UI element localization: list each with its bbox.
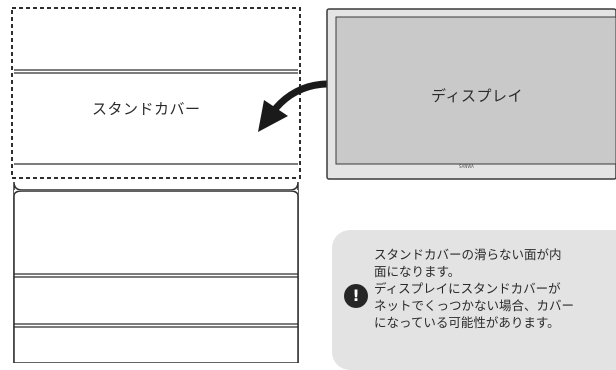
display-brand-logo: SANWA — [459, 164, 474, 169]
arrow-head-icon — [258, 100, 288, 132]
exclamation-icon: ! — [344, 284, 368, 308]
display-screen — [335, 16, 616, 165]
note-callout — [332, 230, 616, 370]
display — [326, 8, 616, 180]
stand-cover-dashed-outline — [11, 7, 301, 179]
display-label: ディスプレイ — [431, 87, 523, 105]
note-line-3: ディスプレイにスタンドカバーが — [374, 281, 561, 296]
note-line-5: になっている可能性があります。 — [374, 315, 560, 330]
stand-cover — [11, 7, 301, 179]
stand-cover-label: スタンドカバー — [92, 100, 201, 118]
note-line-2: 面になります。 — [374, 264, 461, 279]
note-text: スタンドカバーの滑らない面が内 面になります。 ディスプレイにスタンドカバーが … — [374, 246, 616, 331]
lower-panel — [13, 181, 299, 363]
note-line-1: スタンドカバーの滑らない面が内 — [374, 247, 562, 262]
note-line-4: ネットでくっつかない場合、カバー — [374, 298, 575, 313]
